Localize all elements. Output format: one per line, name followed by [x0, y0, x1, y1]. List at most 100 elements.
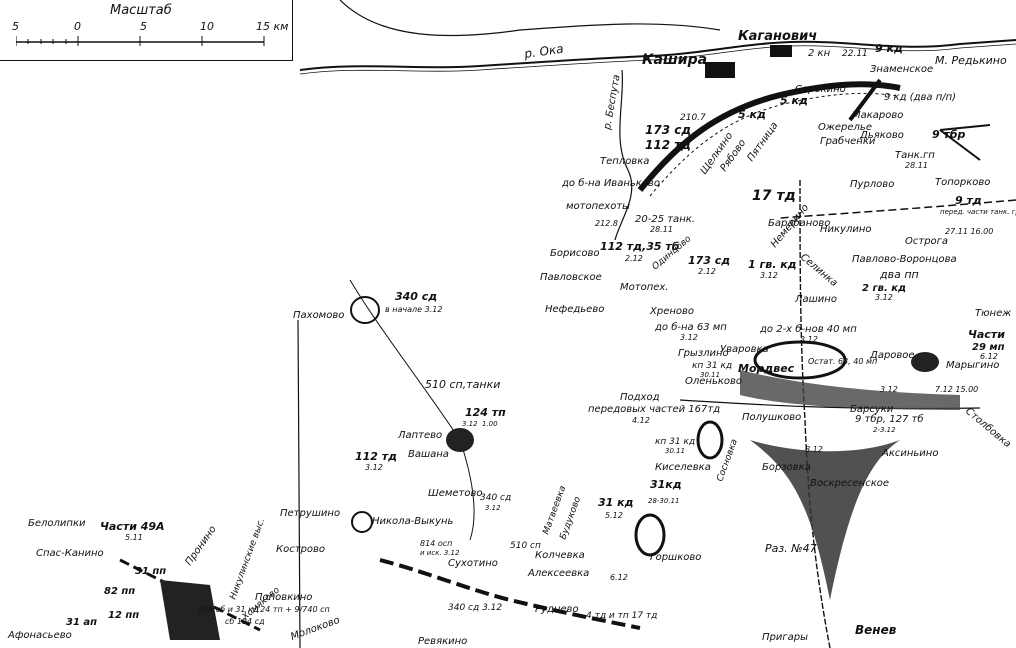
unit-kd31-date: 5.12 [605, 511, 623, 520]
label-rudnevo: Руднево [535, 604, 579, 615]
unit-td112-35-date: 2.12 [625, 254, 643, 263]
label-laptevo: Лаптево [397, 430, 442, 441]
encircled-kiselevka [696, 420, 724, 460]
unit-td9-note: перед. части танк. группа легкие танки [940, 208, 1016, 216]
scale-box: Масштаб 5 0 5 10 15 км [0, 0, 293, 61]
unit-chast49: Части 49А [100, 520, 165, 533]
label-kolchevka: Колчевка [535, 550, 585, 561]
unit-chast49-date: 5.11 [125, 533, 143, 542]
unit-tp124: 124 тп [465, 406, 506, 419]
unit-tbr9-127: 9 тбр, 127 тб [855, 413, 924, 425]
unit-tbr9: 9 тбр [932, 128, 966, 141]
scale-tick-2: 5 [140, 20, 147, 33]
unit-ap31: 31 ап [66, 617, 97, 628]
label-vashana: Вашана [408, 449, 449, 460]
label-nikola-vykun: Никола-Выкунь [372, 516, 454, 527]
unit-mp40: до 2-х б-нов 40 мп [759, 323, 857, 335]
label-stolbovo: Столбовка [963, 405, 1013, 450]
unit-td112b: 112 тд [355, 450, 397, 463]
label-sosnovka: Сосновка [715, 438, 740, 483]
arrow-9td [779, 199, 1016, 219]
label-teplovka: Тепловка [600, 156, 649, 167]
unit-dva-pp: два пп [879, 268, 919, 281]
encircled-gorshkovo [634, 513, 666, 557]
unit-d712-15: 7.12 15.00 [935, 385, 978, 394]
railway-north [339, 0, 721, 37]
label-sorokino: Сорокино [795, 84, 846, 95]
unit-mp29: 29 мп [972, 342, 1005, 353]
unit-d2128: 212.8 [595, 219, 618, 228]
label-borisovo: Борисово [550, 248, 599, 259]
unit-kd31-flag-date: 28-30.11 [648, 497, 679, 505]
unit-kd9-note: 9 кд (два п/п) [884, 92, 956, 103]
railway-venev [799, 179, 831, 648]
label-purlovo: Пурлово [850, 179, 894, 190]
unit-kn2: 2 кн [808, 48, 831, 59]
unit-sd173-2: 173 сд [688, 254, 730, 267]
arrow-9kd [848, 78, 882, 122]
label-molokovo: Молоково [289, 615, 341, 643]
unit-gvkd-date: 3.12 [760, 271, 778, 280]
unit-sd340c: 340 сд 3.12 [448, 603, 502, 613]
label-alekseevka: Алексеевка [527, 568, 589, 579]
unit-mp63-date: 3.12 [680, 333, 698, 342]
encircled-pakhomovo-340 [350, 296, 380, 324]
oka-river [299, 39, 1016, 71]
unit-td17: 17 тд [752, 188, 796, 204]
unit-mp29-date: 6.12 [980, 352, 998, 361]
defense-arc-inner [649, 92, 899, 197]
label-ivankovo: до б-на Иваньково [561, 177, 660, 189]
label-polushkovo: Полушково [742, 412, 801, 423]
label-ozherelye: Ожерелье [818, 122, 872, 133]
front-southwest [379, 558, 641, 630]
label-pavlovo-voron: Павлово-Воронцова [852, 254, 957, 265]
label-toporkovo: Топорково [935, 177, 990, 188]
label-gritchino: Грызлино [678, 348, 729, 359]
unit-td112: 112 тд [645, 138, 691, 152]
label-sukhotino: Сухотино [448, 558, 498, 569]
unit-podkhod2: передовых частей 167тд [588, 404, 720, 415]
unit-pp82: 82 пп [104, 586, 135, 597]
front-west [119, 558, 261, 632]
unit-sd340: 340 сд [395, 290, 437, 303]
label-popovkino: Поповкино [255, 592, 312, 603]
label-beloliki: Белолипки [28, 518, 86, 529]
unit-sd173: 173 сд [645, 123, 691, 137]
label-darovoe: Даровое [869, 350, 915, 361]
label-oka: р. Ока [522, 42, 564, 61]
label-barsuki: Барсуки [850, 404, 894, 415]
label-spas-kanino: Спас-Канино [36, 548, 104, 559]
unit-tbr9-date: 2-3.12 [873, 426, 896, 434]
unit-podkhod: Подход [620, 392, 660, 403]
kaganovich-city [770, 45, 792, 57]
unit-labels: 9 кд 9 кд (два п/п) 9 тбр Танк.гп 28.11 … [66, 42, 1016, 628]
scale-title: Масштаб [110, 3, 172, 18]
unit-osp814: 814 осп [420, 539, 452, 548]
label-pavlovskoe: Павловское [540, 272, 602, 283]
unit-gvkd2: 2 гв. кд [862, 283, 906, 294]
unit-td9: 9 тд [955, 194, 982, 207]
label-pronino: Пронино [183, 524, 218, 568]
label-nikulinskie: Никулинские выс. [228, 517, 267, 601]
unit-motopekh2: Мотопех. [620, 282, 668, 293]
label-nefedyevo: Нефедьево [545, 304, 604, 315]
unit-gvkd: 1 гв. кд [748, 258, 797, 271]
scale-tick-0: 5 [12, 20, 19, 33]
label-borzovka: Борзовка [762, 462, 811, 473]
besputa-river [614, 69, 633, 241]
unit-pp31-date: 30.11 [700, 371, 720, 379]
railway-west [297, 319, 301, 648]
label-selinka: Селинка [798, 252, 839, 289]
label-znamenskoe: Знаменское [870, 64, 933, 75]
label-voskresenskoe: Воскресенское [810, 478, 889, 489]
label-barabanovo: Барабаново [768, 217, 830, 229]
label-ostroga: Острога [905, 236, 948, 247]
unit-d2711: 22.11 [842, 49, 868, 59]
unit-kd9: 9 кд [875, 42, 903, 55]
unit-kd5b: 5 кд [780, 94, 808, 107]
label-uvarovka: Уваровка [720, 344, 769, 355]
unit-mp63: до б-на 63 мп [654, 321, 727, 333]
label-prigary: Пригары [762, 632, 808, 643]
unit-td4: 4 тд и тп 17 тд [586, 611, 657, 621]
unit-mp40-date: 3.12 [800, 335, 818, 344]
